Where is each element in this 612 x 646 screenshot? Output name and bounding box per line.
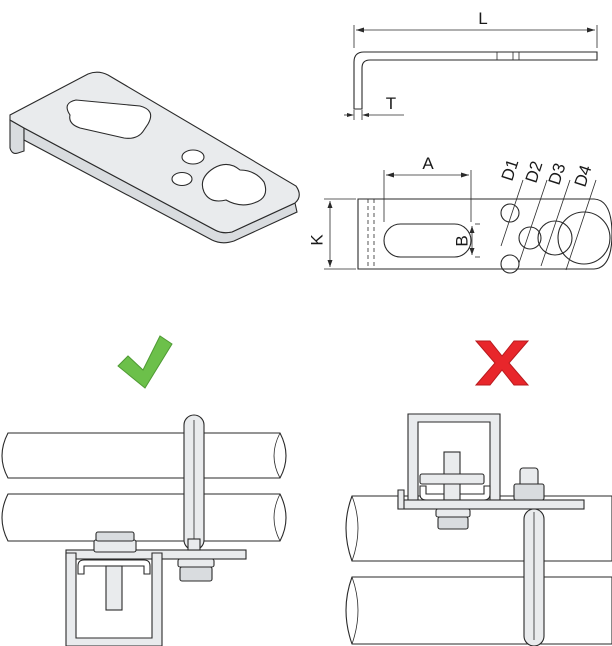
dimension-d4-label: D4 [571,163,596,190]
dimension-a-label: A [422,154,434,173]
dimension-d3-label: D3 [545,161,570,188]
dimension-l-label: L [478,9,487,28]
cross-mark-icon [474,340,530,386]
incorrect-installation-view [345,413,612,646]
bracket-side-view: L T [344,9,598,120]
dimension-d2-label: D2 [522,159,547,186]
bracket-3d-view [9,71,300,244]
dimension-t-label: T [386,94,396,113]
correct-installation-view [1,414,287,646]
dimension-k-label: K [307,234,326,246]
bracket-top-view: A B K D1 D2 D3 D4 [307,154,612,274]
dimension-b-label: B [452,235,471,246]
check-mark-icon [117,335,173,389]
dimension-d1-label: D1 [498,157,523,184]
